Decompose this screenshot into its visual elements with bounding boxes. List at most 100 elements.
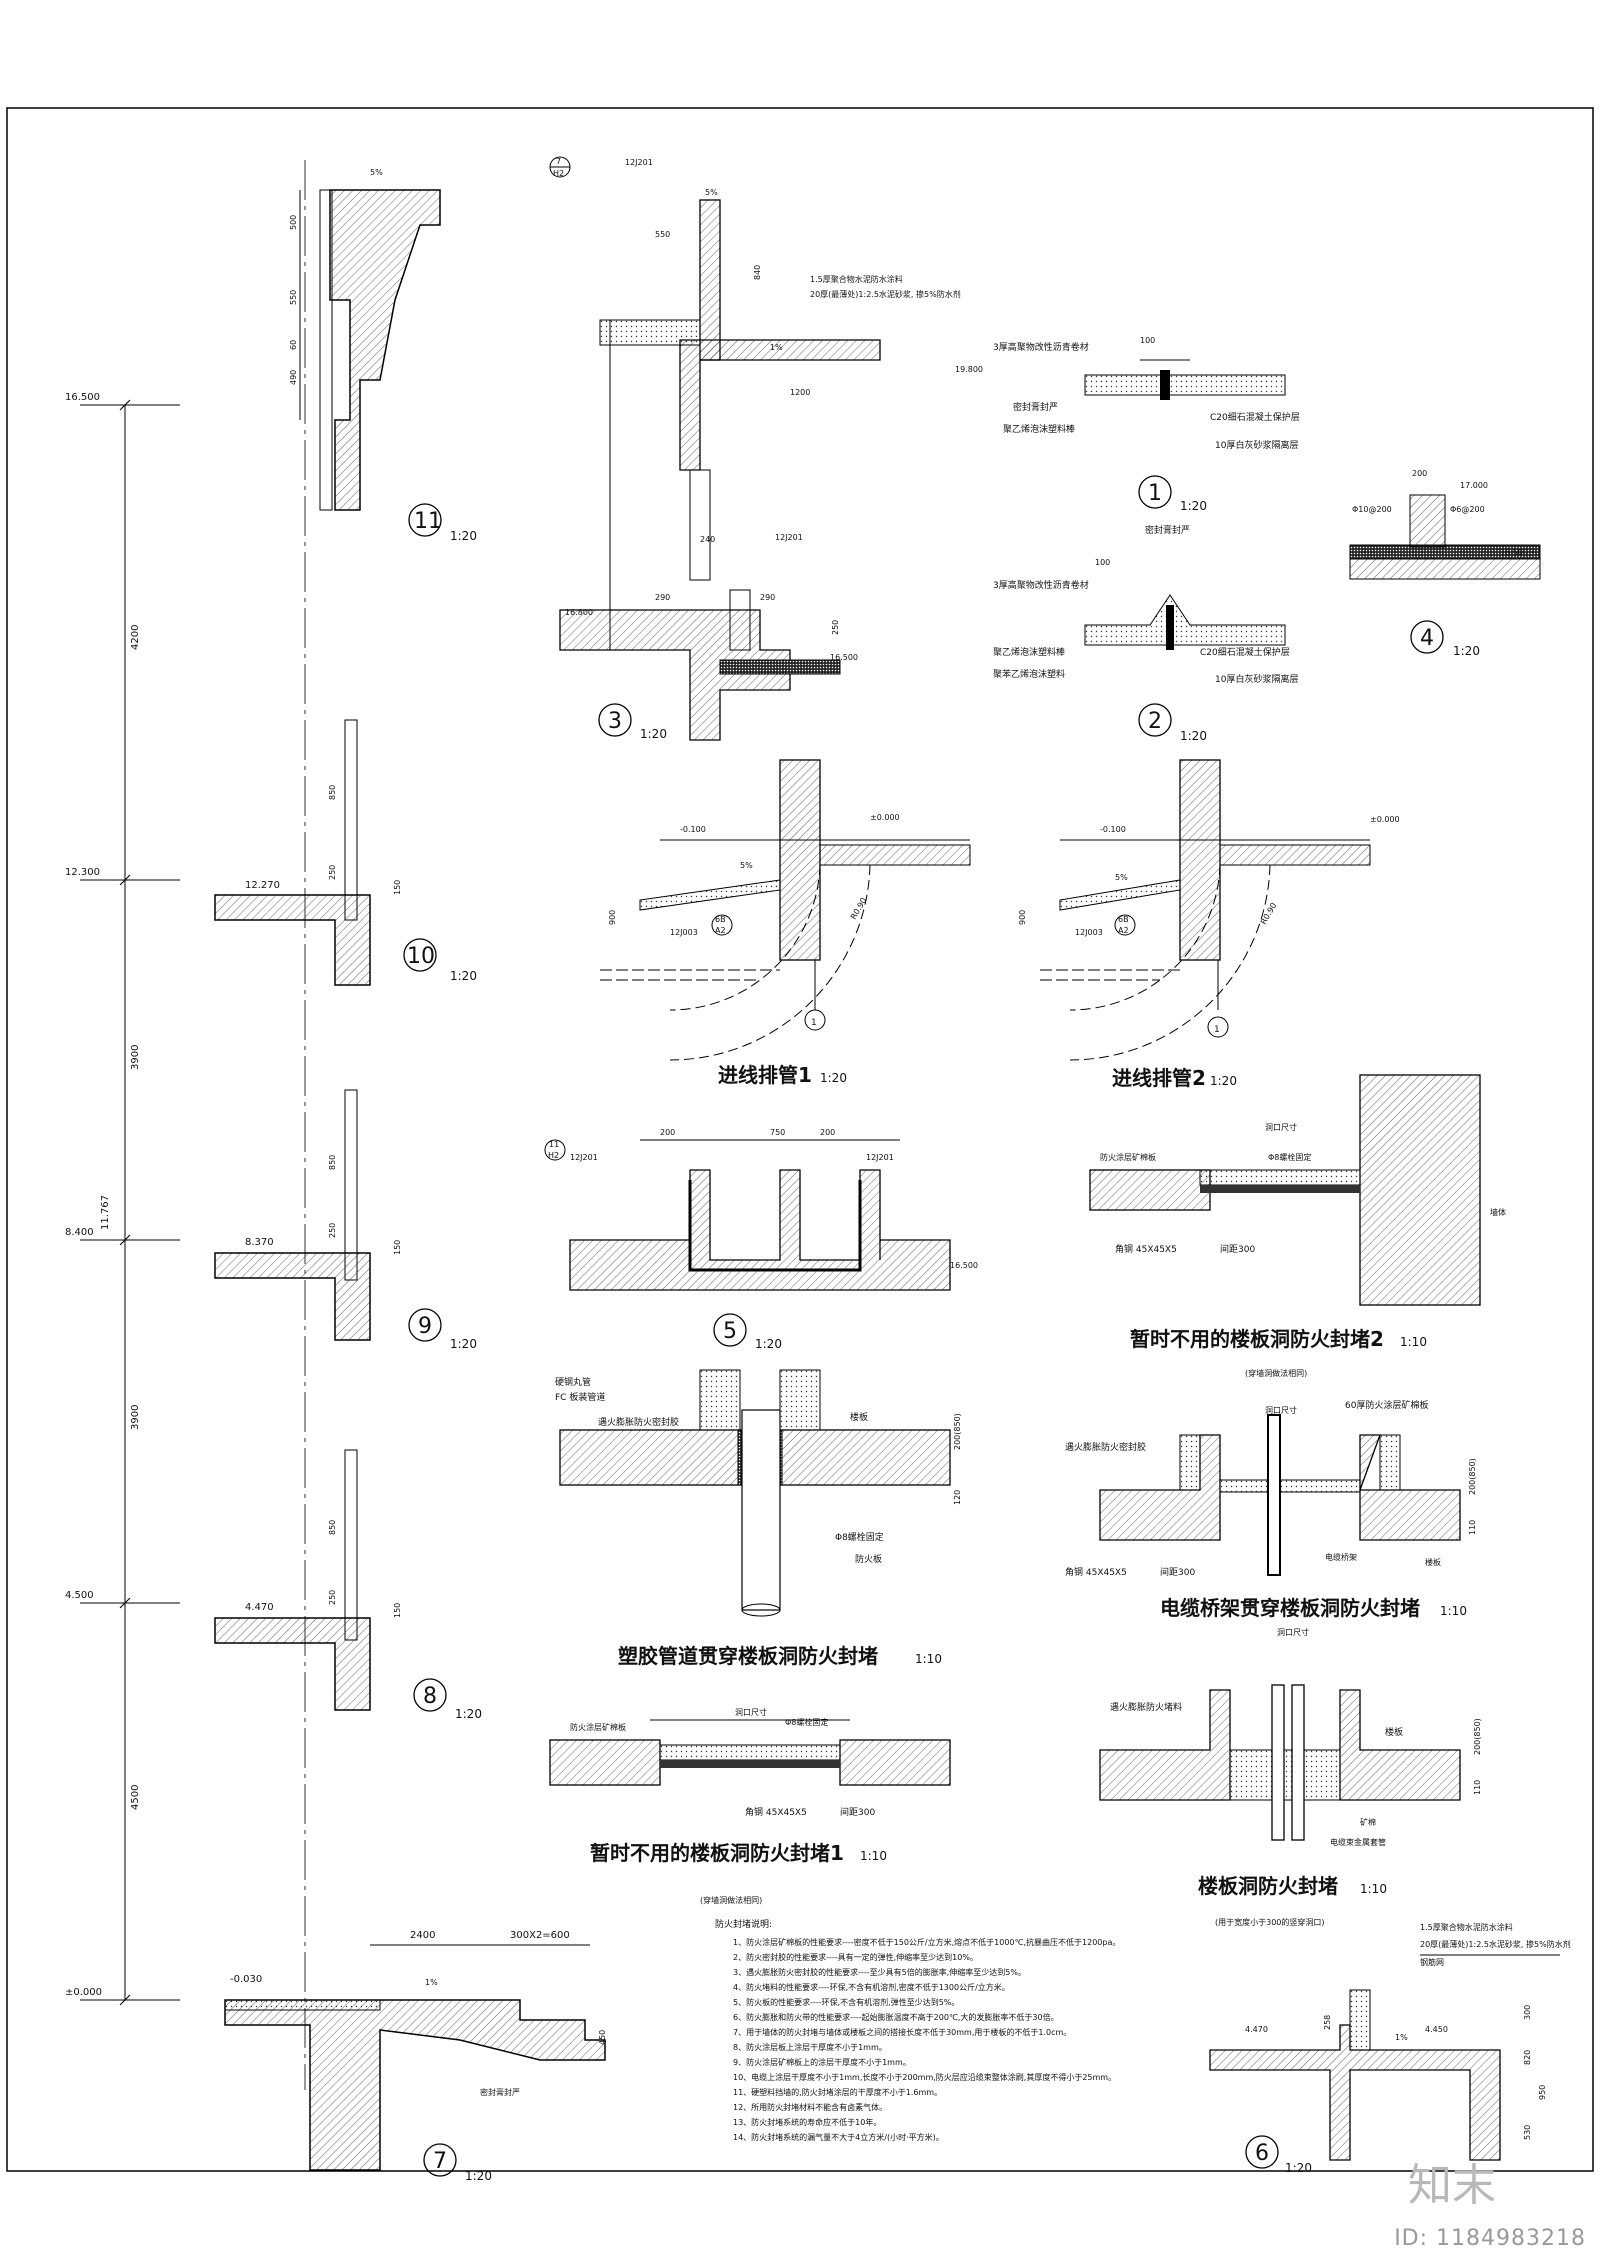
fp-label-b: FC 板装管道: [555, 1391, 605, 1403]
detail-8: 4.470 850 250 150 8 1:20: [214, 1449, 482, 1721]
d7-number: 7: [433, 2149, 447, 2174]
d9-dim-150: 150: [393, 1240, 402, 1255]
d8-scale: 1:20: [455, 1707, 482, 1721]
d3-dim-290-a: 290: [655, 593, 670, 602]
detail-9: 8.370 850 250 150 9 1:20: [214, 1089, 477, 1351]
note-line: 3、遇火膨胀防火密封胶的性能要求----至少具有5倍的膨胀率,伸缩率至少达到5%…: [733, 1967, 1026, 1977]
d2-label-f: 10厚白灰砂浆隔离层: [1215, 673, 1298, 685]
d7-dim-600: 300X2=600: [510, 1930, 570, 1941]
d11-number: 11: [414, 509, 442, 534]
ff-scale: 1:10: [1360, 1882, 1387, 1896]
ff-label-c: 楼板: [1385, 1726, 1403, 1738]
d4-note-a: Φ10@200: [1352, 505, 1392, 514]
d9-scale: 1:20: [450, 1337, 477, 1351]
d10-level: 12.270: [245, 880, 280, 891]
ff-caption: (用于宽度小于300的竖穿洞口): [1215, 1917, 1325, 1927]
fu1-caption: (穿墙洞做法相同): [700, 1895, 762, 1905]
pipe2-ref-sheet: A2: [1118, 926, 1129, 935]
d4-dim-200: 200: [1412, 469, 1427, 478]
d3-note-a: 1.5厚聚合物水泥防水涂料: [810, 274, 903, 284]
note-line: 9、防火涂层矿棉板上的涂层干厚度不小于1mm。: [733, 2057, 911, 2067]
note-line: 4、防火堵料的性能要求----环保,不含有机溶剂,密度不低于1300公斤/立方米…: [733, 1982, 1010, 1992]
d5-dim-200-b: 200: [820, 1128, 835, 1137]
fu1-label-b: 防火涂层矿棉板: [570, 1722, 626, 1732]
d3-ref-b: 12J201: [775, 533, 803, 542]
pipe1-axis: 1: [811, 1018, 817, 1028]
d11-dim-60: 60: [289, 340, 298, 350]
fu1-label-a: 洞口尺寸: [735, 1707, 767, 1717]
d4-level-top: 17.000: [1460, 481, 1488, 490]
d11-slope: 5%: [370, 168, 383, 177]
d3-dim-290-b: 290: [760, 593, 775, 602]
d11-scale: 1:20: [450, 529, 477, 543]
d3-slope-1: 1%: [770, 343, 783, 352]
fc-label-c: 遇火膨胀防火密封胶: [1065, 1441, 1146, 1453]
ff-label-b: 遇火膨胀防火堵料: [1110, 1701, 1182, 1713]
detail-4: 200 17.000 16.500 Φ10@200 Φ6@200 4 1:20: [1349, 469, 1541, 658]
d3-note-b: 20厚(最薄处)1:2.5水泥砂浆, 掺5%防水剂: [810, 289, 961, 299]
d6-scale: 1:20: [1285, 2161, 1312, 2175]
d8-dim-850: 850: [328, 1520, 337, 1535]
d11-dim-550: 550: [289, 290, 298, 305]
fc-dim-a: 200(850): [1468, 1458, 1477, 1495]
d5-ref-a: 12J201: [570, 1153, 598, 1162]
fp-label-e: Φ8螺栓固定: [835, 1531, 884, 1543]
d7-dim-2400: 2400: [410, 1930, 435, 1941]
d7-scale: 1:20: [465, 2169, 492, 2183]
fu2-label-c: Φ8螺栓固定: [1268, 1152, 1311, 1162]
fp-dim-b: 120: [953, 1490, 962, 1505]
d7-dim-450: 450: [598, 2030, 607, 2045]
d3-number: 3: [608, 709, 622, 734]
d6-note-c: 钢筋网: [1420, 1957, 1444, 1967]
d8-number: 8: [423, 1684, 437, 1709]
pipe1-title: 进线排管1: [718, 1063, 812, 1087]
section-pipe2: ±0.000 -0.100 5% 900 R0.90 12J003 6B A2 …: [1018, 759, 1400, 1090]
ff-label-a: 洞口尺寸: [1277, 1627, 1309, 1637]
fc-label-b: 60厚防火涂层矿棉板: [1345, 1399, 1428, 1411]
ff-label-d: 矿棉: [1360, 1817, 1376, 1827]
fu2-label-a: 洞口尺寸: [1265, 1122, 1297, 1132]
watermark-id: ID: 1184983218: [1394, 2226, 1586, 2251]
d1-number: 1: [1148, 481, 1162, 506]
fc-label-g: 楼板: [1425, 1557, 1441, 1567]
d1-label-d: C20细石混凝土保护层: [1210, 411, 1300, 423]
ff-dim-b: 110: [1473, 1780, 1482, 1795]
fire-notes: 防火封堵说明: 1、防火涂层矿棉板的性能要求----密度不低于150公斤/立方米…: [715, 1918, 1120, 2142]
d2-number: 2: [1148, 709, 1162, 734]
ff-title: 楼板洞防火封堵: [1198, 1874, 1338, 1898]
d10-number: 10: [407, 944, 435, 969]
detail-1: 100 3厚高聚物改性沥青卷材 密封膏封严 聚乙烯泡沫塑料棒 C20细石混凝土保…: [993, 336, 1300, 513]
d6-dim-258: 258: [1323, 2015, 1332, 2030]
d5-dim-200-a: 200: [660, 1128, 675, 1137]
pipe2-radius: R0.90: [1259, 901, 1278, 926]
dim-4500: 4500: [130, 1785, 141, 1810]
d10-dim-150: 150: [393, 880, 402, 895]
fc-label-a: 洞口尺寸: [1265, 1405, 1297, 1415]
d2-label-a: 密封膏封严: [1145, 524, 1190, 536]
fp-label-c: 遇火膨胀防火密封胶: [598, 1416, 679, 1428]
d1-label-e: 10厚白灰砂浆隔离层: [1215, 439, 1298, 451]
note-line: 7、用于墙体的防火封堵与墙体或楼板之间的搭接长度不低于30mm,用于楼板的不低于…: [733, 2027, 1071, 2037]
level-0: ±0.000: [65, 1987, 102, 1998]
d1-label-c: 聚乙烯泡沫塑料棒: [1003, 423, 1075, 435]
fp-label-f: 防火板: [855, 1553, 882, 1565]
detail-10: 12.270 850 250 150 10 1:20: [214, 719, 477, 986]
d11-dim-500: 500: [289, 215, 298, 230]
d2-label-e: C20细石混凝土保护层: [1200, 646, 1290, 658]
d8-dim-150: 150: [393, 1603, 402, 1618]
dim-4200: 4200: [130, 625, 141, 650]
fc-dim-b: 110: [1468, 1520, 1477, 1535]
d2-dims: 100: [1095, 558, 1110, 567]
pipe2-axis: 1: [1214, 1025, 1220, 1035]
detail-11: 5% 500 550 60 490 11 1:20: [289, 168, 477, 543]
detail-2: 100 密封膏封严 3厚高聚物改性沥青卷材 聚乙烯泡沫塑料棒 聚苯乙烯泡沫塑料 …: [993, 524, 1298, 743]
d11-dim-490: 490: [289, 370, 298, 385]
d3-dim-250: 250: [831, 620, 840, 635]
pipe1-ref: 12J003: [670, 928, 698, 937]
d5-ref-b: 12J201: [866, 1153, 894, 1162]
d3-scale: 1:20: [640, 727, 667, 741]
d3-ref-sheet: H2: [553, 169, 564, 178]
d5-level: 16.500: [950, 1261, 978, 1270]
pipe1-ref-num: 6B: [715, 915, 726, 924]
